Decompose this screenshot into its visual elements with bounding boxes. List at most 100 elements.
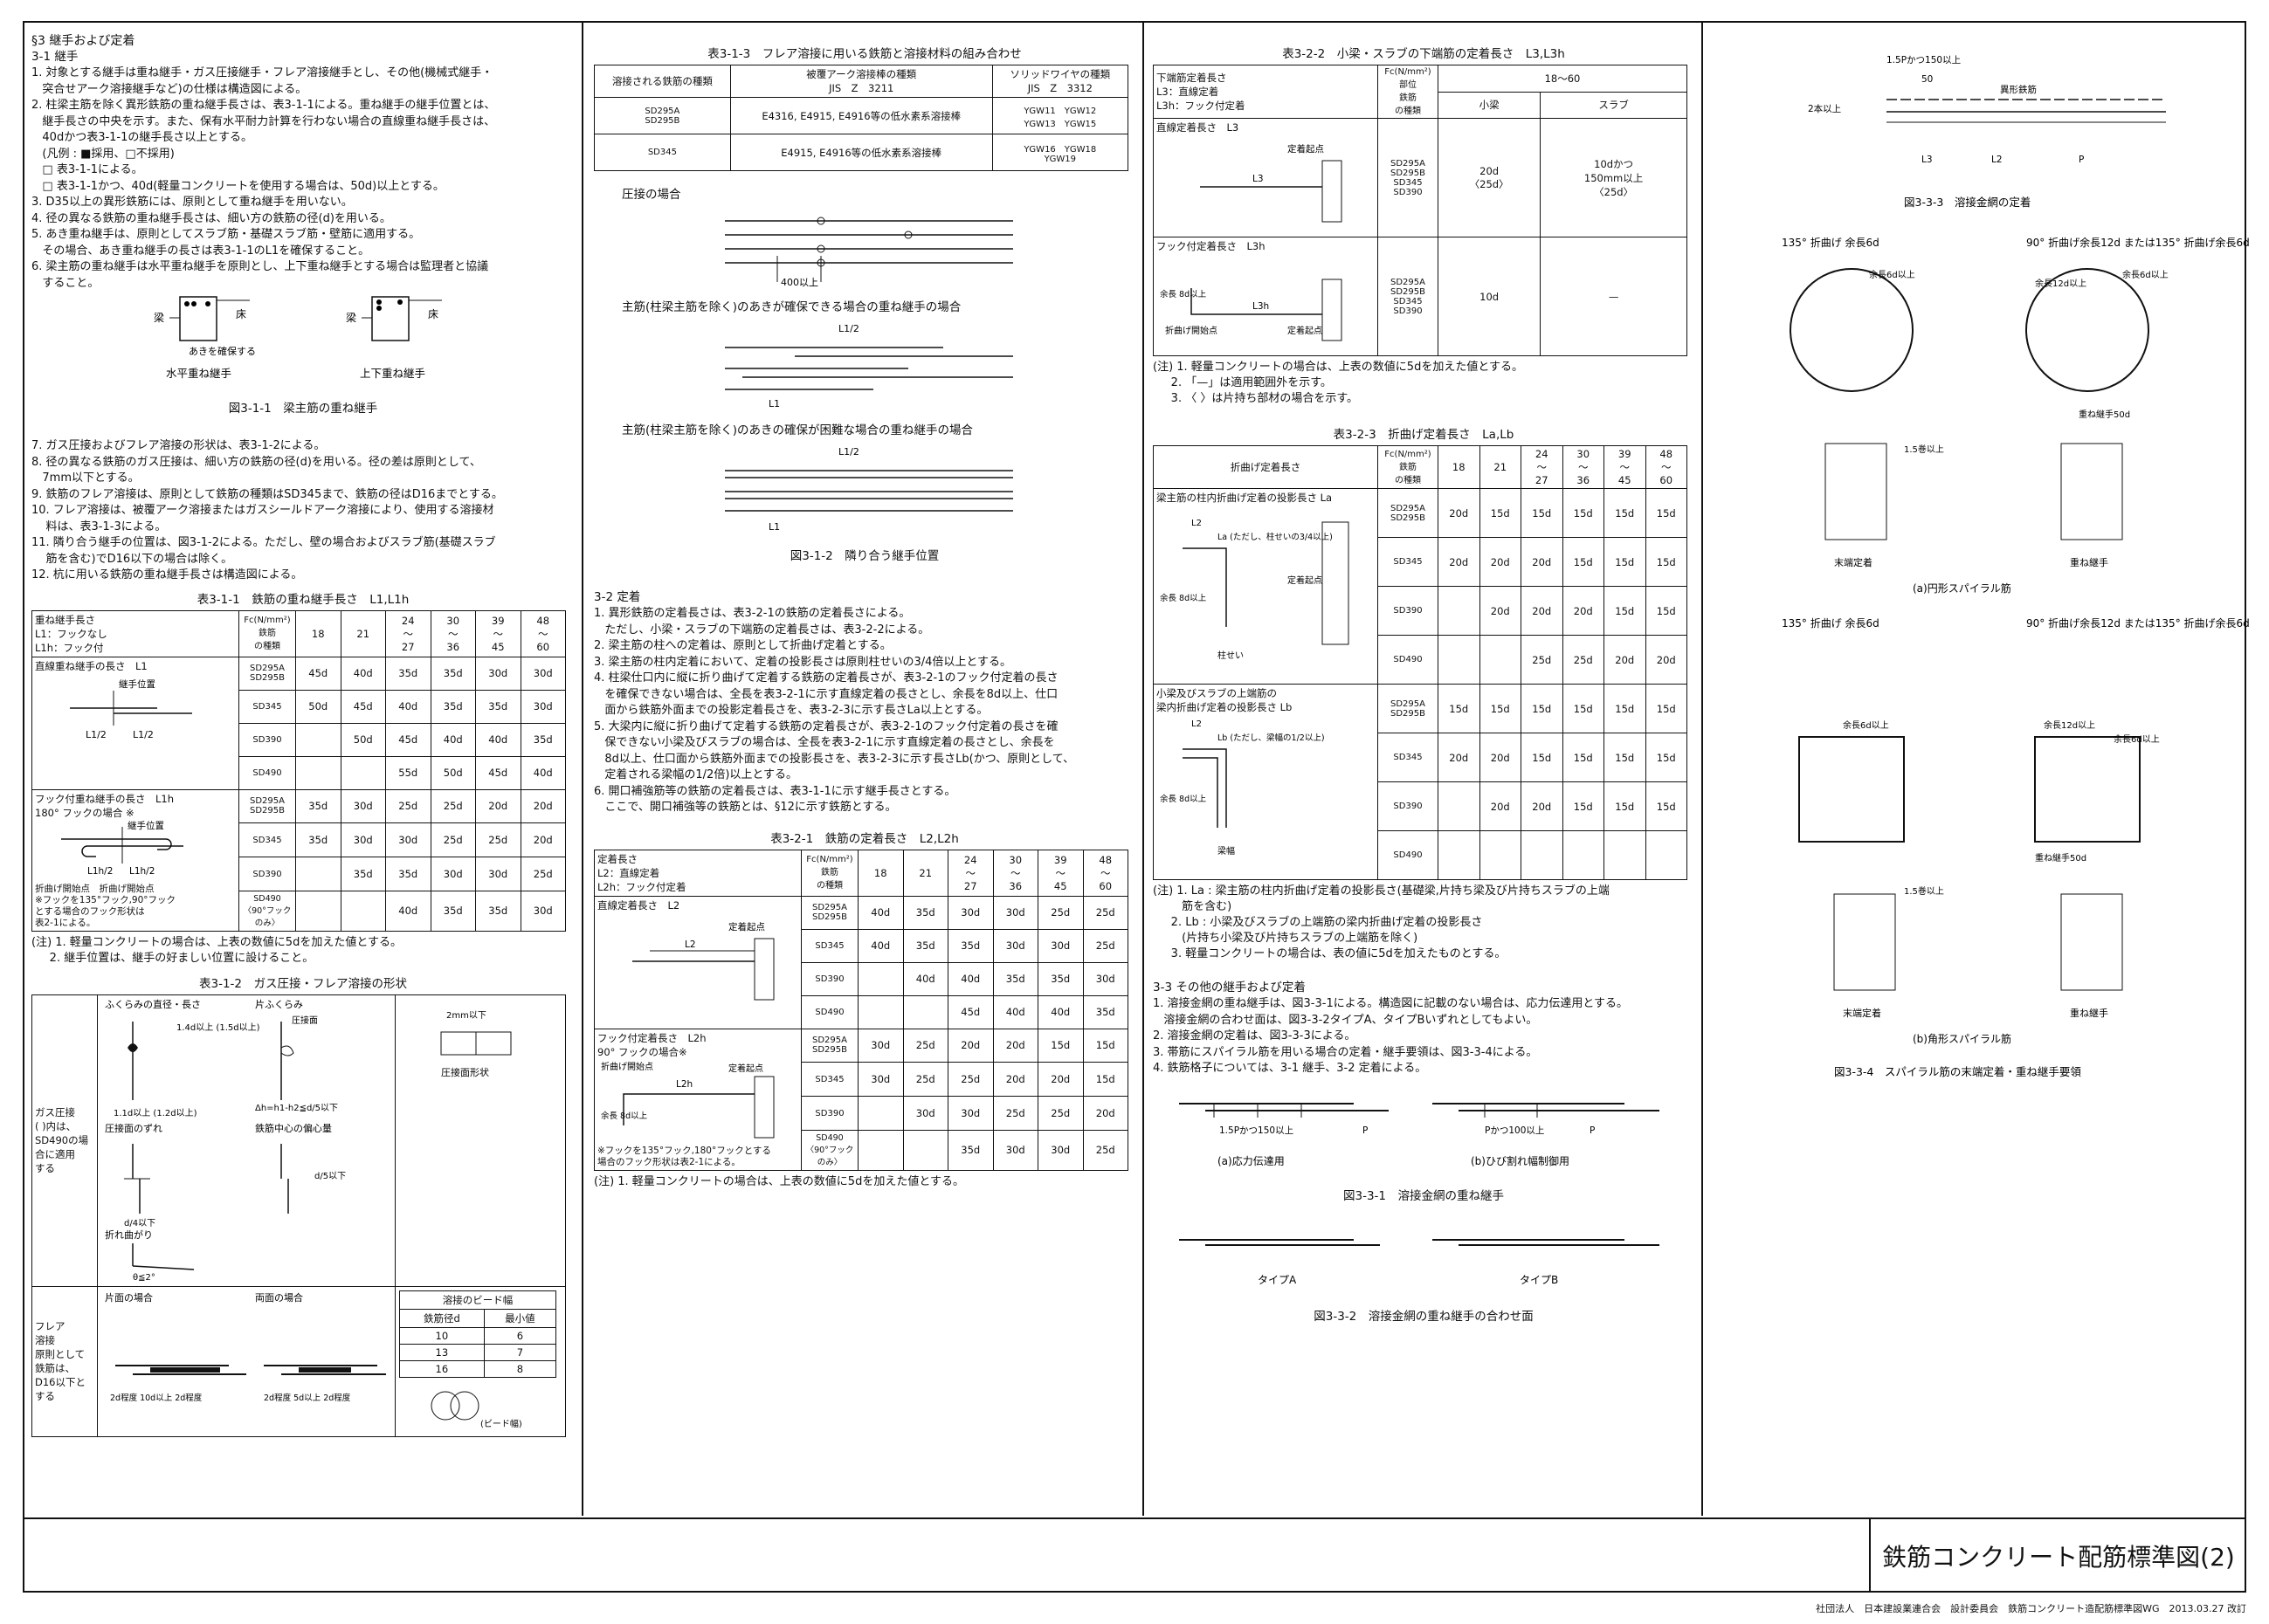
svg-text:余長12d以上: 余長12d以上 bbox=[2035, 278, 2086, 289]
svg-text:定着起点: 定着起点 bbox=[1287, 143, 1324, 155]
svg-text:L2: L2 bbox=[1191, 519, 1202, 528]
fig-caption: 図3-1-1 梁主筋の重ね継手 bbox=[228, 402, 378, 416]
column-divider bbox=[582, 21, 583, 1516]
drawing-frame bbox=[23, 21, 2246, 1593]
svg-text:400以上: 400以上 bbox=[781, 277, 818, 288]
svg-text:(b)角形スパイラル筋: (b)角形スパイラル筋 bbox=[1913, 1032, 2011, 1045]
fig-beam-lap-joint: 梁 床 あきを確保する 水平重ね継手 梁 床 上下重ね継手 bbox=[154, 296, 442, 380]
svg-text:90° 折曲げ余長12d または135° 折曲げ余長6d: 90° 折曲げ余長12d または135° 折曲げ余長6d bbox=[2026, 616, 2250, 630]
table-note: (注) 1. La : 梁主筋の柱内折曲げ定着の投影長さ(基礎梁,片持ち梁及び片… bbox=[1153, 884, 1610, 960]
svg-text:図3-3-3 溶接金網の定着: 図3-3-3 溶接金網の定着 bbox=[1904, 196, 2031, 209]
anchorage-clauses: 1. 異形鉄筋の定着長さは、表3-2-1の鉄筋の定着長さによる。 ただし、小梁・… bbox=[594, 607, 1075, 814]
table-bottom-bar-anchorage: 下端筋定着長さ L3：直線定着 L3h：フック付定着 Fc(N/mm²) 部位 … bbox=[1153, 65, 1687, 356]
fig-label-lap-tight: 主筋(柱梁主筋を除く)のあきの確保が困難な場合の重ね継手の場合 bbox=[622, 423, 974, 437]
svg-text:余長 8d以上: 余長 8d以上 bbox=[1160, 289, 1207, 299]
label-beam: 梁 bbox=[154, 311, 164, 324]
svg-text:余長 8d以上: 余長 8d以上 bbox=[1160, 794, 1207, 804]
svg-text:L3h: L3h bbox=[1252, 301, 1269, 312]
fig-adjacent-joint-weld: 400以上 bbox=[725, 217, 1013, 288]
svg-text:定着起点: 定着起点 bbox=[1287, 575, 1322, 586]
subsection-title: 3-2 定着 bbox=[594, 590, 641, 604]
svg-text:定着起点: 定着起点 bbox=[1287, 325, 1322, 336]
svg-text:L1/2: L1/2 bbox=[86, 729, 107, 740]
column-anchorage: 表3-1-3 フレア溶接に用いる鉄筋と溶接材料の組み合わせ 溶接される鉄筋の種類… bbox=[594, 21, 1135, 1516]
svg-text:余長12d以上: 余長12d以上 bbox=[2044, 719, 2095, 731]
svg-text:余長6d以上: 余長6d以上 bbox=[2122, 269, 2169, 280]
svg-text:ふくらみの直径・長さ: ふくらみの直径・長さ bbox=[105, 998, 201, 1010]
svg-text:L1h/2: L1h/2 bbox=[87, 866, 113, 877]
svg-text:L1/2: L1/2 bbox=[838, 446, 859, 458]
fig-wire-mesh-face: タイプA タイプB bbox=[1179, 1238, 1659, 1286]
table-note: (注) 1. 軽量コンクリートの場合は、上表の数値に5dを加えた値とする。 bbox=[594, 1174, 964, 1188]
other-clauses: 1. 溶接金網の重ね継手は、図3-3-1による。構造図に記載のない場合は、応力伝… bbox=[1153, 997, 1628, 1075]
svg-text:折曲げ開始点: 折曲げ開始点 bbox=[601, 1061, 653, 1072]
svg-text:折れ曲がり: 折れ曲がり bbox=[105, 1228, 153, 1241]
table-note: (注) 1. 軽量コンクリートの場合は、上表の数値に5dを加えた値とする。 2.… bbox=[31, 935, 402, 965]
subsection-title: 3-1 継手 bbox=[31, 50, 79, 64]
svg-text:1.5巻以上: 1.5巻以上 bbox=[1904, 886, 1944, 897]
column-joints: §3 継手および定着 3-1 継手 1. 対象とする継手は重ね継手・ガス圧接継手… bbox=[31, 21, 575, 1516]
label-slab: 床 bbox=[236, 308, 246, 320]
svg-text:L1: L1 bbox=[769, 521, 780, 533]
section-title: §3 継手および定着 bbox=[31, 34, 135, 48]
svg-text:異形鉄筋: 異形鉄筋 bbox=[2000, 84, 2037, 95]
svg-text:折曲げ開始点: 折曲げ開始点 bbox=[1165, 325, 1217, 336]
svg-text:2d程度 5d以上 2d程度: 2d程度 5d以上 2d程度 bbox=[264, 1393, 351, 1403]
svg-text:圧接面: 圧接面 bbox=[292, 1015, 318, 1026]
footer-credit: 社団法人 日本建設業連合会 設計委員会 鉄筋コンクリート造配筋標準図WG 201… bbox=[1816, 1603, 2246, 1614]
svg-text:1.5Pかつ150以上: 1.5Pかつ150以上 bbox=[1219, 1125, 1293, 1136]
svg-text:継手位置: 継手位置 bbox=[119, 678, 155, 690]
subsection-title: 3-3 その他の継手および定着 bbox=[1153, 981, 1306, 994]
svg-text:L2: L2 bbox=[1991, 155, 2003, 165]
svg-text:余長 8d以上: 余長 8d以上 bbox=[1160, 593, 1207, 603]
svg-text:末端定着: 末端定着 bbox=[1843, 1007, 1881, 1019]
svg-text:d/5以下: d/5以下 bbox=[314, 1172, 346, 1181]
svg-text:L2: L2 bbox=[1191, 719, 1202, 729]
fig-adjacent-joint-lap-tight: L1/2 L1 bbox=[725, 446, 1013, 533]
svg-text:片面の場合: 片面の場合 bbox=[105, 1291, 153, 1304]
svg-text:90° 折曲げ余長12d または135° 折曲げ余長6d: 90° 折曲げ余長12d または135° 折曲げ余長6d bbox=[2026, 236, 2250, 249]
table-anchorage-length: 定着長さ L2：直線定着 L2h：フック付定着 Fc(N/mm²) 鉄筋 の種類… bbox=[594, 849, 1128, 1171]
table-weld-shape: ガス圧接 ( )内は、 SD490の場 合に適用 する ふくらみの直径・長さ 片… bbox=[31, 994, 566, 1437]
svg-text:L1/2: L1/2 bbox=[838, 323, 859, 334]
svg-text:柱せい: 柱せい bbox=[1217, 650, 1244, 661]
svg-text:(ビード幅): (ビード幅) bbox=[480, 1418, 522, 1429]
svg-text:2本以上: 2本以上 bbox=[1808, 103, 1841, 114]
svg-text:末端定着: 末端定着 bbox=[1834, 556, 1872, 568]
svg-text:2d程度 10d以上 2d程度: 2d程度 10d以上 2d程度 bbox=[110, 1393, 203, 1403]
fig-label-lap-with-gap: 主筋(柱梁主筋を除く)のあきが確保できる場合の重ね継手の場合 bbox=[622, 300, 962, 314]
svg-text:継手位置: 継手位置 bbox=[128, 820, 164, 831]
svg-text:圧接面のずれ: 圧接面のずれ bbox=[105, 1123, 162, 1134]
drawing-title: 鉄筋コンクリート配筋標準図(2) bbox=[1869, 1519, 2246, 1593]
table-title: 表3-2-1 鉄筋の定着長さ L2,L2h bbox=[770, 831, 959, 846]
svg-text:重ね継手50d: 重ね継手50d bbox=[2079, 409, 2130, 420]
svg-text:梁: 梁 bbox=[346, 311, 356, 324]
svg-text:1.4d以上 (1.5d以上): 1.4d以上 (1.5d以上) bbox=[176, 1022, 260, 1033]
svg-text:余長6d以上: 余長6d以上 bbox=[1869, 269, 1915, 280]
svg-text:鉄筋中心の偏心量: 鉄筋中心の偏心量 bbox=[255, 1122, 332, 1134]
svg-text:2mm以下: 2mm以下 bbox=[446, 1011, 486, 1021]
svg-text:Pかつ100以上: Pかつ100以上 bbox=[1485, 1125, 1544, 1136]
svg-text:P: P bbox=[2079, 155, 2084, 165]
svg-text:P: P bbox=[1362, 1125, 1368, 1136]
svg-text:余長 8d以上: 余長 8d以上 bbox=[601, 1111, 648, 1121]
title-divider bbox=[23, 1517, 2246, 1519]
svg-text:図3-3-4 スパイラル筋の末端定着・重ね継手要領: 図3-3-4 スパイラル筋の末端定着・重ね継手要領 bbox=[1834, 1065, 2081, 1078]
svg-text:重ね継手50d: 重ね継手50d bbox=[2035, 852, 2086, 864]
svg-text:タイプA: タイプA bbox=[1258, 1274, 1297, 1286]
label-vertical: 上下重ね継手 bbox=[360, 367, 425, 380]
svg-text:135° 折曲げ 余長6d: 135° 折曲げ 余長6d bbox=[1782, 616, 1879, 630]
svg-text:P: P bbox=[1590, 1125, 1595, 1136]
svg-text:床: 床 bbox=[428, 308, 438, 320]
svg-text:(a)応力伝達用: (a)応力伝達用 bbox=[1217, 1155, 1285, 1167]
svg-text:L1/2: L1/2 bbox=[133, 729, 154, 740]
column-anchorage-2: 表3-2-2 小梁・スラブの下端筋の定着長さ L3,L3h 下端筋定着長さ L3… bbox=[1153, 21, 1694, 1516]
fig-caption: 図3-1-2 隣り合う継手位置 bbox=[790, 549, 940, 563]
svg-text:d/4以下: d/4以下 bbox=[124, 1219, 155, 1228]
svg-text:圧接面形状: 圧接面形状 bbox=[441, 1066, 489, 1078]
svg-text:両面の場合: 両面の場合 bbox=[255, 1291, 303, 1304]
fig-caption: 図3-3-2 溶接金網の重ね継手の合わせ面 bbox=[1314, 1309, 1534, 1324]
svg-text:L1h/2: L1h/2 bbox=[129, 866, 155, 877]
